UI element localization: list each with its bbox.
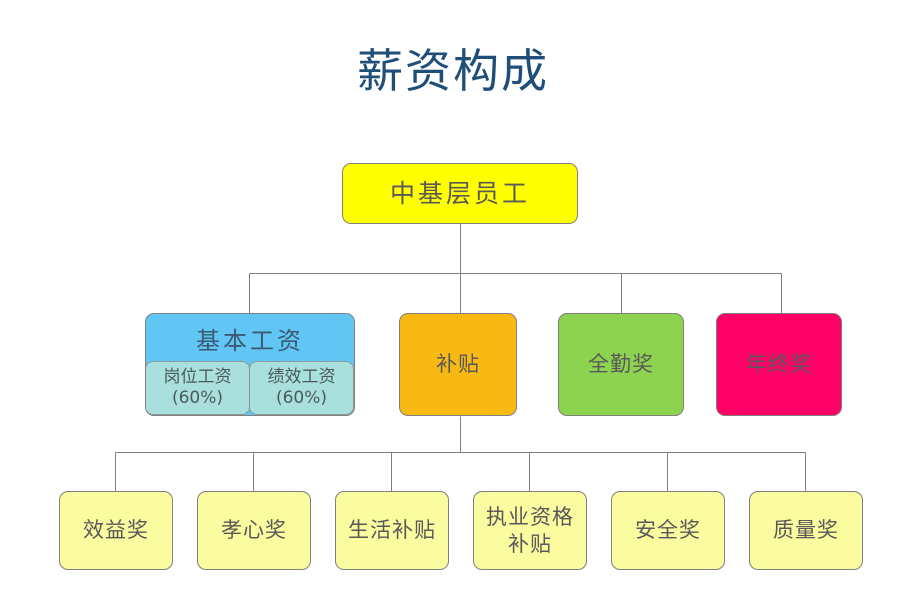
node-leaf-filial-award[interactable]: 孝心奖 bbox=[197, 491, 311, 570]
node-leaf-benefit-award[interactable]: 效益奖 bbox=[59, 491, 173, 570]
node-leaf-label: 执业资格 补贴 bbox=[486, 504, 574, 556]
node-leaf-safety-award[interactable]: 安全奖 bbox=[611, 491, 725, 570]
node-leaf-label: 生活补贴 bbox=[348, 518, 436, 542]
node-attendance-award[interactable]: 全勤奖 bbox=[558, 313, 684, 416]
node-position-salary-label: 岗位工资 (60%) bbox=[163, 367, 232, 408]
node-subsidy-label: 补贴 bbox=[436, 352, 480, 376]
node-performance-salary-label: 绩效工资 (60%) bbox=[267, 367, 336, 408]
node-leaf-quality-award[interactable]: 质量奖 bbox=[749, 491, 863, 570]
basic-salary-children: 岗位工资 (60%) 绩效工资 (60%) bbox=[146, 361, 354, 415]
node-performance-salary[interactable]: 绩效工资 (60%) bbox=[249, 361, 354, 415]
node-basic-salary-header: 基本工资 bbox=[146, 314, 354, 362]
node-root[interactable]: 中基层员工 bbox=[342, 163, 578, 224]
node-subsidy[interactable]: 补贴 bbox=[399, 313, 517, 416]
node-basic-salary-group[interactable]: 基本工资 岗位工资 (60%) 绩效工资 (60%) bbox=[145, 313, 355, 416]
node-leaf-label: 效益奖 bbox=[83, 518, 149, 542]
node-attendance-award-label: 全勤奖 bbox=[588, 352, 654, 376]
page-title: 薪资构成 bbox=[357, 44, 549, 98]
node-root-label: 中基层员工 bbox=[389, 179, 530, 208]
node-leaf-label: 安全奖 bbox=[635, 518, 701, 542]
node-leaf-living-allowance[interactable]: 生活补贴 bbox=[335, 491, 449, 570]
node-year-end-bonus[interactable]: 年终奖 bbox=[716, 313, 842, 416]
node-leaf-label: 孝心奖 bbox=[221, 518, 287, 542]
node-leaf-label: 质量奖 bbox=[773, 518, 839, 542]
node-position-salary[interactable]: 岗位工资 (60%) bbox=[146, 361, 250, 415]
node-leaf-qualification-allowance[interactable]: 执业资格 补贴 bbox=[473, 491, 587, 570]
node-year-end-bonus-label: 年终奖 bbox=[746, 352, 812, 376]
node-basic-salary-label: 基本工资 bbox=[196, 326, 304, 355]
